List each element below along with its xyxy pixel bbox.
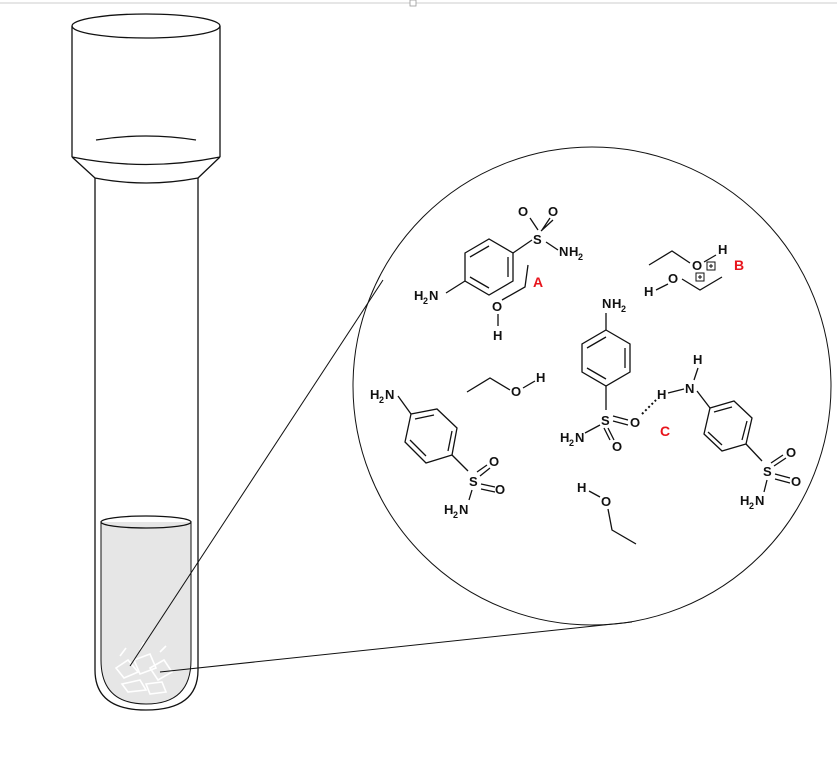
atom-o: O bbox=[511, 384, 521, 399]
atom-o: O bbox=[786, 445, 796, 460]
atom-s: S bbox=[601, 413, 610, 428]
atom-s: S bbox=[763, 464, 772, 479]
hydrogen-bond-c: H C bbox=[641, 387, 685, 439]
atom-sub: 2 bbox=[578, 252, 583, 262]
atom-h: H bbox=[569, 244, 578, 259]
ethanol-a: O H A bbox=[492, 264, 543, 343]
sulfanilamide-3: H N S O O H 2 N bbox=[685, 352, 801, 511]
sulfanilamide-4: H 2 N S O O H 2 N bbox=[370, 387, 505, 520]
atom-s: S bbox=[533, 232, 542, 247]
atom-s: S bbox=[469, 474, 478, 489]
atom-sub: 2 bbox=[569, 438, 574, 448]
atom-o: O bbox=[668, 271, 678, 286]
atom-h: H bbox=[693, 352, 702, 367]
atom-o: O bbox=[612, 439, 622, 454]
atom-sub: 2 bbox=[453, 510, 458, 520]
cap-top-ellipse bbox=[71, 13, 221, 39]
atom-h: H bbox=[612, 296, 621, 311]
magnified-circle bbox=[352, 146, 832, 626]
atom-o: O bbox=[489, 454, 499, 469]
test-tube bbox=[71, 13, 221, 711]
marker-b: B bbox=[734, 257, 744, 273]
sulfanilamide-1: H 2 N S O O N H 2 bbox=[414, 204, 583, 306]
atom-h: H bbox=[577, 480, 586, 495]
sulfanilamide-2: N H 2 S O O H 2 N bbox=[560, 296, 640, 454]
atom-o: O bbox=[692, 258, 702, 273]
atom-h: H bbox=[644, 284, 653, 299]
atom-sub: 2 bbox=[621, 304, 626, 314]
liquid-fill bbox=[101, 522, 191, 704]
atom-n: N bbox=[559, 244, 568, 259]
atom-o: O bbox=[518, 204, 528, 219]
atom-o: O bbox=[630, 415, 640, 430]
atom-h: H bbox=[536, 370, 545, 385]
crystals bbox=[114, 641, 174, 695]
atom-h: H bbox=[657, 387, 666, 402]
atom-n: N bbox=[755, 493, 764, 508]
cap-sides bbox=[71, 26, 221, 157]
cap-bottom bbox=[71, 156, 221, 166]
atom-n: N bbox=[385, 387, 394, 402]
atom-o: O bbox=[492, 299, 502, 314]
ethanol-bottom: H O bbox=[577, 480, 637, 545]
atom-n: N bbox=[685, 381, 694, 396]
atom-n: N bbox=[429, 288, 438, 303]
atom-o: O bbox=[601, 494, 611, 509]
atom-o: O bbox=[791, 474, 801, 489]
marker-a: A bbox=[533, 274, 543, 290]
atom-h: H bbox=[718, 242, 727, 257]
cap-taper bbox=[71, 156, 221, 179]
tube-neck bbox=[94, 177, 199, 184]
tube-wall bbox=[94, 178, 199, 711]
atom-sub: 2 bbox=[749, 501, 754, 511]
atom-o: O bbox=[495, 482, 505, 497]
zoom-lines bbox=[129, 279, 633, 673]
atom-sub: 2 bbox=[379, 395, 384, 405]
atom-sub: 2 bbox=[423, 296, 428, 306]
atom-h: H bbox=[370, 387, 379, 402]
ethanol-middle: O H bbox=[466, 370, 545, 399]
atom-h: H bbox=[740, 493, 749, 508]
atom-h: H bbox=[493, 328, 502, 343]
atom-n: N bbox=[602, 296, 611, 311]
cap-rim bbox=[95, 135, 197, 141]
atom-n: N bbox=[575, 430, 584, 445]
atom-h: H bbox=[414, 288, 423, 303]
atom-h: H bbox=[444, 502, 453, 517]
inner-wall bbox=[100, 522, 192, 705]
atom-n: N bbox=[459, 502, 468, 517]
atom-o: O bbox=[548, 204, 558, 219]
marker-c: C bbox=[660, 423, 670, 439]
ethanol-b: O H H O B bbox=[644, 242, 744, 299]
atom-h: H bbox=[560, 430, 569, 445]
frame-top bbox=[0, 0, 837, 7]
